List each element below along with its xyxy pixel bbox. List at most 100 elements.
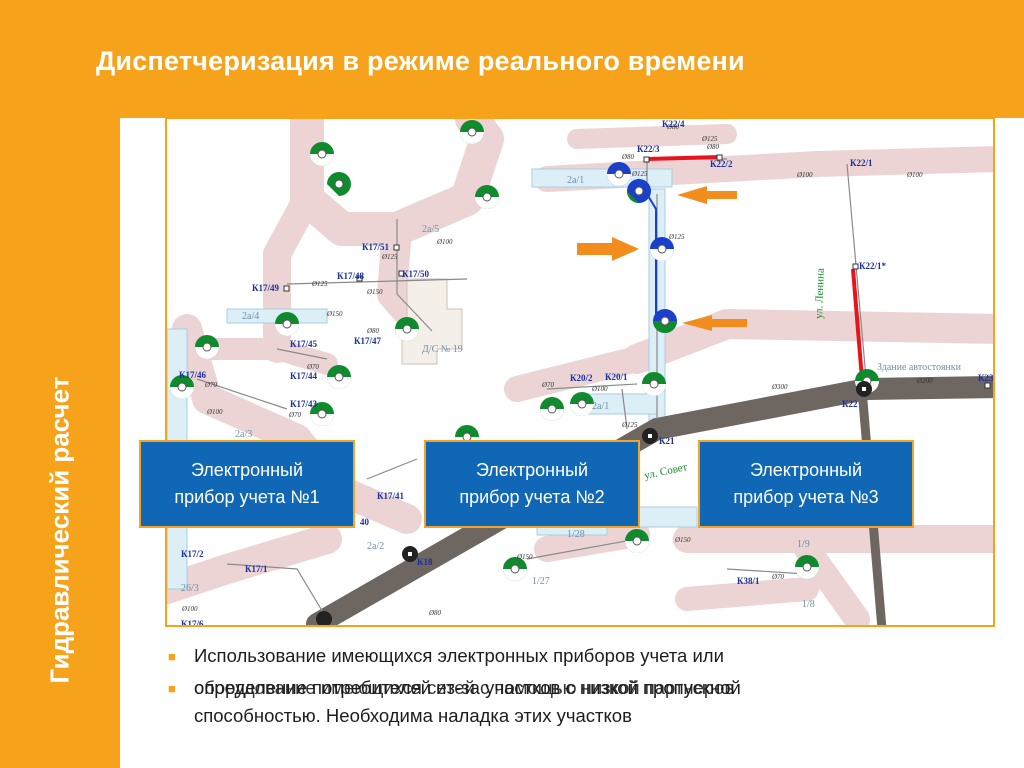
pipe-label: Ø100 [206,408,223,416]
attention-arrows [577,186,747,331]
node-label: К17/50 [402,269,430,279]
street-label: ул. Совет [643,461,688,482]
bullet-text: определение потребителей из-за участков … [194,674,1008,730]
bullet-text-line: определение потребителей из-за участков … [194,677,741,698]
overlapping-bullet: оборудование имеющихся сетей с помощью н… [168,674,1008,702]
chamber-markers [283,154,991,389]
consumer-node-green [327,172,351,196]
pipe-label: Ø125 [621,421,638,429]
consumer-node-green [170,375,194,399]
consumer-node-blue [607,162,631,186]
building-label: 1/27 [532,576,550,587]
node-label: К23 [978,373,994,383]
consumer-node-green [625,529,649,553]
meter-label-3-line1: Электронный [749,460,863,480]
building-label: Д/С № 19 [422,344,463,355]
bullet-marker-icon: ■ [168,681,176,696]
building-label: 1/28 [567,529,585,540]
building-label: 1/9 [797,539,810,550]
node-label: К17/2 [181,549,204,559]
node-label: К17/44 [290,371,318,381]
meter-label-1-line1: Электронный [190,460,304,480]
consumer-node-blue [653,309,677,333]
pipe-label: Ø125 [381,253,398,261]
pipe-label: Ø100 [436,238,453,246]
pipe-label: Ø125 [668,233,685,241]
consumer-node-green [540,397,564,421]
pipe-label: Ø150 [674,536,691,544]
overlapping-bullet-text: оборудование имеющихся сетей с помощью н… [194,677,735,698]
header-bar [0,0,1024,118]
pipe-label: Ø125 [701,135,718,143]
node-label: К22/3 [637,144,660,154]
building-label: Здание автостоянки [877,362,962,373]
side-bar [0,118,120,768]
node-label: К17/43 [290,399,318,409]
building-label: 2а/3 [235,429,252,440]
building-label: 26/3 [181,583,199,594]
pipe-label: Ø100 [796,171,813,179]
pipe-label: Ø80 [666,123,680,131]
pipe-label: Ø70 [541,381,555,389]
pipe-label: Ø100 [181,605,198,613]
pipe-label: Ø70 [288,411,302,419]
building-label: 2а/1 [592,401,609,412]
pipe-label: Ø80 [621,153,635,161]
consumer-node-green [642,372,666,396]
meter-label-2-line1: Электронный [475,460,589,480]
bullet-item: ■ Использование имеющихся электронных пр… [168,642,1008,670]
consumer-node-green [475,185,499,209]
node-label: К21 [659,436,675,446]
pipe-label: Ø150 [326,310,343,318]
node-label: К17/51 [362,242,390,252]
pipe-label: Ø125 [311,280,328,288]
consumer-node-green [310,402,334,426]
consumer-node-blue [627,179,651,203]
consumer-node-blue [650,237,674,261]
pipe-label: Ø150 [516,553,533,561]
consumer-node-green [570,392,594,416]
pipe-label: Ø70 [771,573,785,581]
consumer-node-green [327,365,351,389]
node-label: К20/2 [570,373,593,383]
meter-label-1-line2: прибор учета №1 [174,487,320,507]
pipe-label: Ø80 [366,327,380,335]
building-label: 2а/5 [422,224,439,235]
meter-label-3: Электронный прибор учета №3 [698,440,914,528]
meter-label-2: Электронный прибор учета №2 [424,440,640,528]
pipe-label: Ø200 [916,377,933,385]
building-label: 1/8 [802,599,815,610]
node-label: К38/1 [737,576,760,586]
node-label: К17/47 [354,336,382,346]
consumer-node-green [310,142,334,166]
node-label: К22 [842,399,858,409]
consumer-node-green [460,120,484,144]
node-label: К17/45 [290,339,318,349]
node-label: К22/1 [850,158,873,168]
node-label: К17/1 [245,564,268,574]
bullet-marker-icon: ■ [168,649,176,664]
node-label: К17/48 [337,271,365,281]
highlighted-pipes [646,155,864,380]
node-label: 40 [360,517,370,527]
building-label: 2а/4 [242,311,259,322]
consumer-node-green [395,317,419,341]
meter-label-2-line2: прибор учета №2 [459,487,605,507]
node-label: К17/6 [181,619,204,627]
node-label: К17/46 [179,370,207,380]
meter-label-1: Электронный прибор учета №1 [139,440,355,528]
meter-label-3-line2: прибор учета №3 [733,487,879,507]
node-label: К22/4 [662,119,685,129]
side-label: Гидравлический расчет [44,376,75,684]
node-label: К22/1* [859,261,887,271]
pipe-label: Ø125 [631,170,648,178]
building-label: 2а/2 [367,541,384,552]
page-title: Диспетчеризация в режиме реального време… [96,46,745,76]
node-label: К17/49 [252,283,280,293]
pipe-label: Ø70 [306,363,320,371]
consumer-node-green [795,555,819,579]
pipe-label: Ø100 [591,385,608,393]
bullet-text-line: способностью. Необходима наладка этих уч… [194,705,632,726]
consumer-node-green [503,557,527,581]
bullet-text: Использование имеющихся электронных приб… [194,645,724,666]
